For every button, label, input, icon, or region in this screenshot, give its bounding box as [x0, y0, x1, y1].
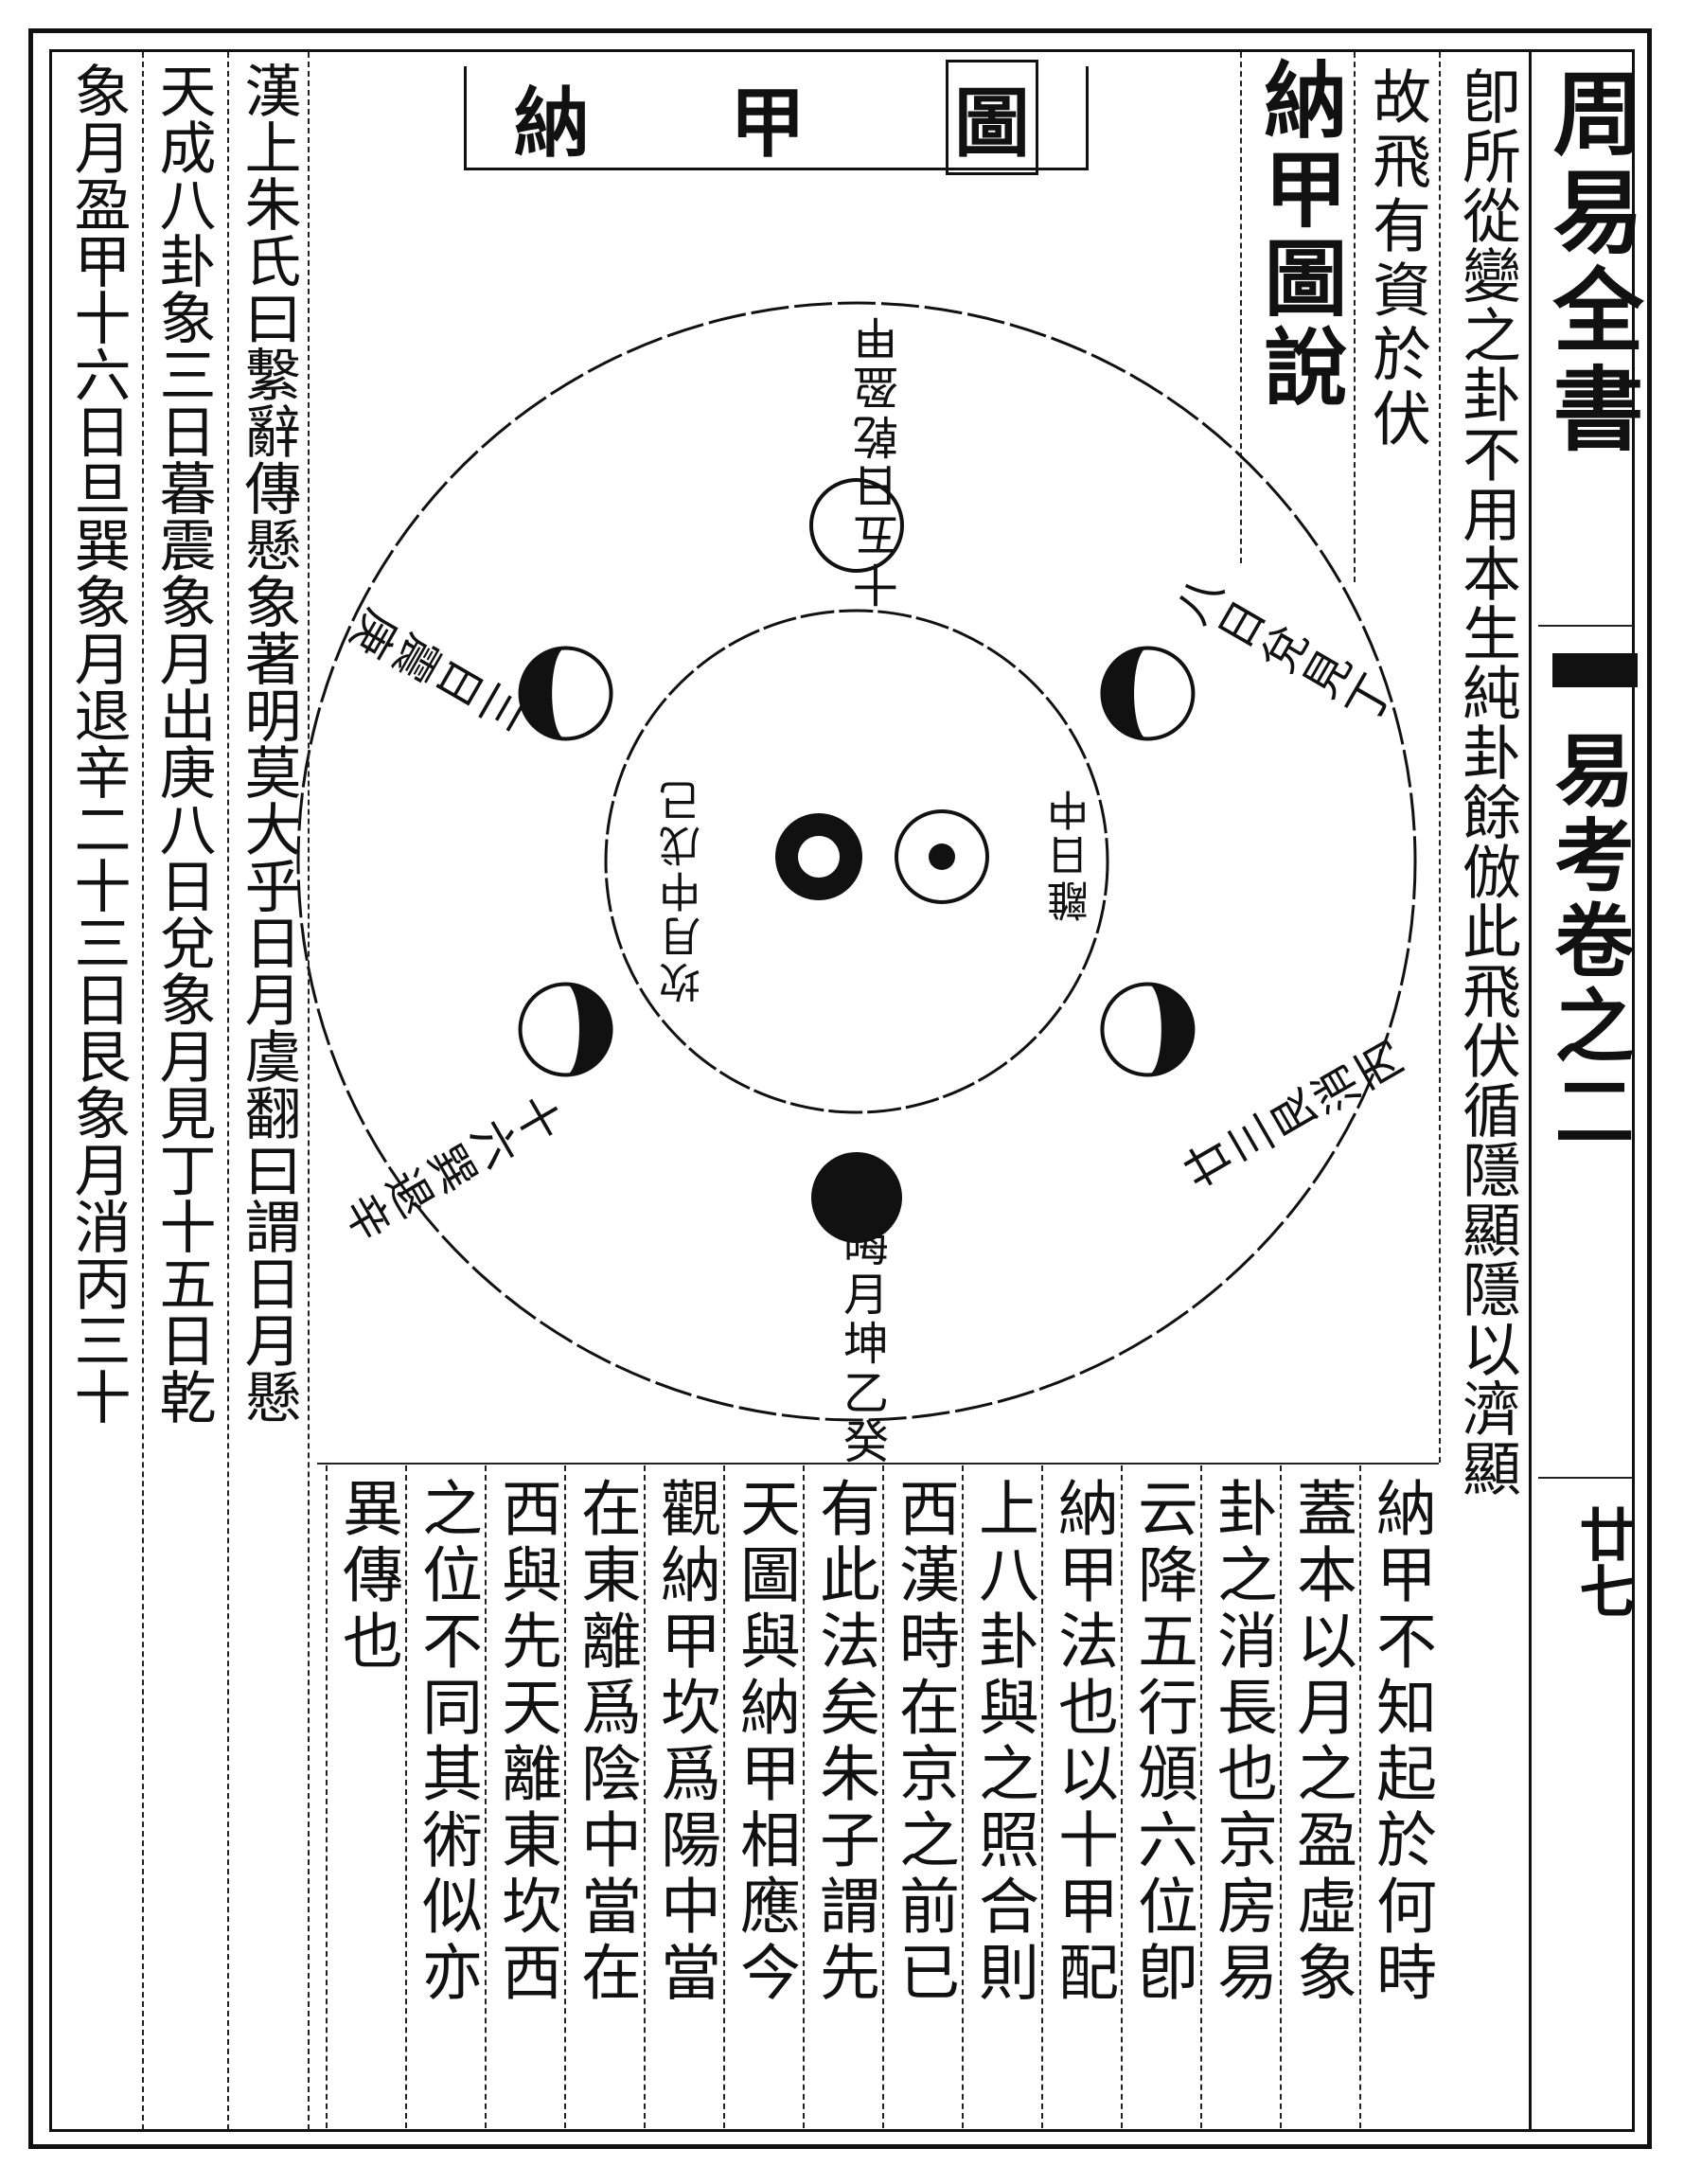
- lower-column-6: 上八卦與之照合則: [968, 1477, 1038, 2007]
- column-rule: [1041, 1465, 1043, 2128]
- column-rule: [962, 1465, 964, 2128]
- page-number: 廿七: [1569, 1505, 1636, 1619]
- column-rule: [405, 1465, 407, 2128]
- lower-column-3: 卦之消長也京房易: [1207, 1477, 1277, 2007]
- lower-column-2: 蓋本以月之盈虛象: [1286, 1477, 1356, 2007]
- sun-symbol-dot: [929, 843, 955, 870]
- moon-right-shade: [1147, 984, 1194, 1075]
- label-bottom: 晦月坤乙癸: [835, 1221, 888, 1467]
- diagram-title-char-3: 圖: [946, 59, 1038, 175]
- book-title: 周易全書: [1537, 66, 1644, 460]
- volume-band: [1552, 653, 1638, 687]
- moon-upper-left-shade: [520, 648, 566, 739]
- lower-column-7: 西漢時在京之前已: [889, 1477, 959, 2007]
- column-rule: [1200, 1465, 1202, 2128]
- lower-text-rule: [317, 1463, 1439, 1465]
- diagram-title: 納 甲 圖: [464, 59, 1089, 175]
- moon-symbol-hole: [798, 836, 840, 878]
- column-rule: [1439, 52, 1441, 1463]
- left-column-2: 天成八卦象三日暮震象月出庚八日兌象月見丁十五日乾: [150, 62, 216, 1425]
- column-rule: [1240, 52, 1242, 563]
- lower-column-8: 有此法矣朱子謂先: [809, 1477, 879, 2007]
- inner-border: [49, 49, 1635, 2132]
- lower-column-9: 天圖與納甲相應今: [730, 1477, 800, 2007]
- column-rule: [644, 1465, 646, 2128]
- title-divider: [1538, 625, 1633, 627]
- column-rule: [1121, 1465, 1123, 2128]
- moon-lower-left-shade: [565, 984, 612, 1075]
- lower-column-4: 云降五行頒六位卽: [1127, 1477, 1197, 2007]
- outer-border: [28, 28, 1652, 2149]
- column-rule: [564, 1465, 566, 2128]
- column-rule: [723, 1465, 725, 2128]
- left-column-3: 象月盈甲十六日旦巽象月退辛二十三日艮象月消丙三十: [64, 62, 131, 1425]
- lower-column-5: 納甲法也以十甲配: [1048, 1477, 1118, 2007]
- moon-full: [809, 478, 904, 573]
- volume-title: 易考卷之二: [1542, 729, 1636, 1155]
- volume-divider: [1538, 1477, 1633, 1479]
- margin-rule: [1529, 52, 1532, 2130]
- lower-column-13: 之位不同其術似亦: [412, 1477, 482, 2007]
- lower-column-14: 異傳也: [332, 1477, 402, 1676]
- lower-column-10: 觀納甲坎爲陽中當: [650, 1477, 720, 2007]
- column-rule: [485, 1465, 487, 2128]
- moon-upper-right-shade: [1102, 648, 1148, 739]
- column-rule: [142, 52, 144, 2130]
- lower-column-1: 納甲不知起於何時: [1366, 1477, 1436, 2007]
- column-rule: [803, 1465, 805, 2128]
- right-column-1: 卽所從變之卦不用本生純卦餘倣此飛伏循隱顯隱以濟顯: [1452, 66, 1521, 1498]
- left-column-1: 漢上朱氏曰繫辭傳懸象著明莫大乎日月虞翻曰謂日月懸: [235, 62, 301, 1425]
- section-heading: 納甲圖說: [1250, 57, 1349, 413]
- lower-column-12: 西與先天離東坎西: [491, 1477, 561, 2007]
- right-column-2: 故飛有資於伏: [1362, 66, 1431, 453]
- column-rule: [308, 52, 310, 2130]
- diagram-title-char-2: 甲: [730, 78, 806, 168]
- outer-circle: [296, 301, 1417, 1422]
- moon-new: [811, 1152, 902, 1243]
- label-top: 十五日乾盈甲: [854, 312, 907, 608]
- label-center-left: 坎月中戊己: [660, 776, 708, 1003]
- inner-circle: [604, 609, 1109, 1114]
- column-rule: [882, 1465, 884, 2128]
- column-rule: [1280, 1465, 1282, 2128]
- column-rule: [1359, 1465, 1361, 2128]
- column-rule: [326, 1465, 328, 2128]
- lower-column-11: 在東離爲陰中當在: [571, 1477, 641, 2007]
- column-rule: [227, 52, 229, 2130]
- label-center-right: 離日中: [1048, 786, 1096, 922]
- diagram-title-char-1: 納: [514, 78, 590, 168]
- column-rule: [1354, 52, 1356, 582]
